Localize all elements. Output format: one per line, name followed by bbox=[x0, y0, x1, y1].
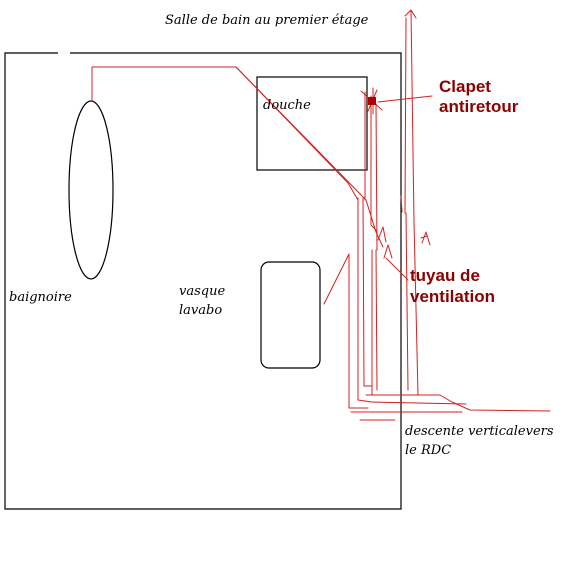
diagram-title: Salle de bain au premier étage bbox=[165, 13, 369, 28]
sink-label-line1: vasque bbox=[179, 284, 226, 299]
bathtub-label: baignoire bbox=[9, 290, 72, 305]
shower-box bbox=[256, 76, 368, 171]
vent-pipe-annotation-line1: tuyau de bbox=[410, 266, 480, 285]
check-valve-annotation-line1: Clapet bbox=[439, 77, 491, 96]
drain-label-line1: descente verticalevers bbox=[405, 424, 554, 439]
room-outline bbox=[4, 52, 402, 510]
bathtub-shape bbox=[68, 100, 114, 280]
check-valve-marker bbox=[368, 97, 376, 105]
vent-pipe-annotation-line2: ventilation bbox=[410, 287, 496, 306]
pipe-network bbox=[91, 9, 551, 421]
sink-label-line2: lavabo bbox=[179, 303, 223, 318]
sink-shape bbox=[260, 261, 321, 369]
drain-label-line2: le RDC bbox=[405, 443, 452, 458]
shower-label: douche bbox=[263, 98, 311, 113]
check-valve-annotation-line2: antiretour bbox=[439, 97, 519, 116]
